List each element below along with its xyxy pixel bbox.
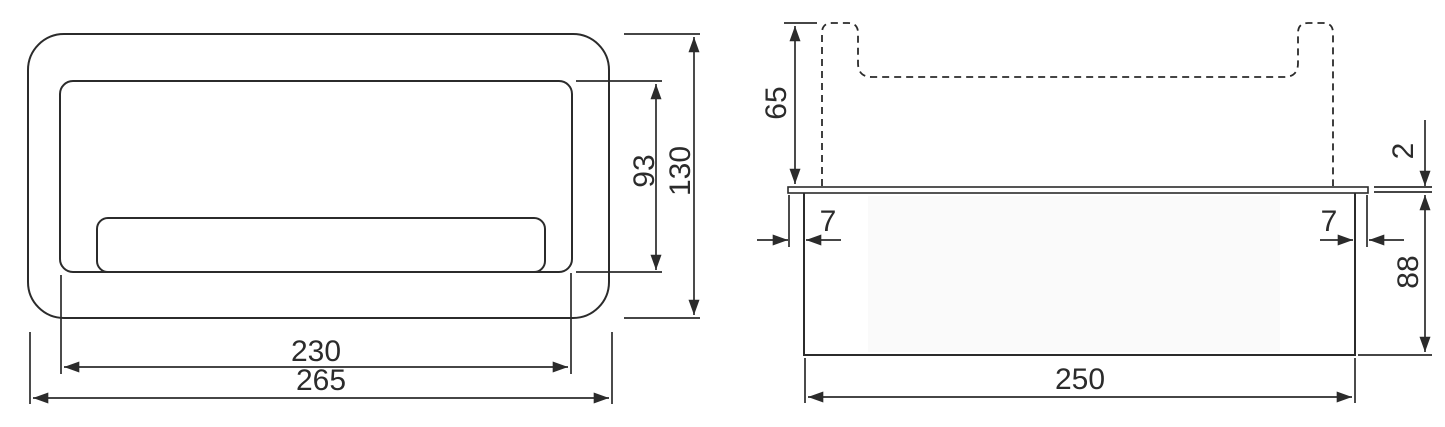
dim-label-body-width: 250 <box>1054 363 1106 396</box>
side-view <box>757 22 1432 403</box>
front-lid-outline <box>96 217 546 273</box>
dim-right-offset <box>1320 195 1404 247</box>
dim-body-width <box>804 358 1356 403</box>
dim-lid-height <box>784 22 817 184</box>
side-open-lid-dashed-outline <box>821 22 1334 186</box>
front-outer-outline <box>27 33 610 319</box>
side-box-body <box>803 193 1356 356</box>
dim-outer-height <box>624 33 700 319</box>
dim-label-inner-width: 230 <box>290 335 342 368</box>
dim-label-body-depth: 88 <box>1392 255 1425 289</box>
dim-label-inner-height: 93 <box>628 154 661 188</box>
dim-inner-width <box>60 273 572 374</box>
dim-label-right-offset: 7 <box>1320 205 1338 238</box>
dim-label-lid-height: 65 <box>760 86 793 120</box>
dim-label-outer-width: 265 <box>295 364 347 397</box>
dim-outer-width <box>29 332 613 404</box>
dim-label-outer-height: 130 <box>664 145 697 197</box>
dim-inner-height <box>576 80 662 273</box>
dim-plate-thickness <box>1374 120 1432 193</box>
dim-label-plate-thickness: 2 <box>1387 142 1420 160</box>
front-view <box>27 33 700 404</box>
front-opening-outline <box>59 80 573 273</box>
dim-body-depth <box>1358 195 1432 356</box>
dim-label-left-offset: 7 <box>819 205 837 238</box>
side-flange-plate <box>787 186 1369 194</box>
side-body-tint <box>868 196 1280 352</box>
dim-left-offset <box>757 195 841 247</box>
